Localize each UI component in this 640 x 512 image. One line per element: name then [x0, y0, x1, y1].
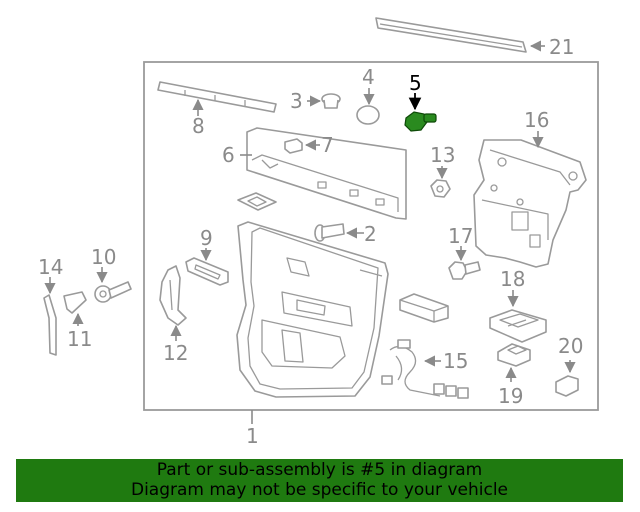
callout-3: 3: [290, 89, 303, 113]
part-18-switch-assembly: [489, 290, 547, 343]
part-9-door-handle: [185, 248, 229, 286]
part-21-belt-molding: [375, 17, 545, 53]
part-11-bracket: [63, 291, 87, 326]
callout-20: 20: [558, 334, 583, 358]
callout-7: 7: [321, 133, 334, 157]
callout-11: 11: [67, 327, 92, 351]
callout-15: 15: [443, 349, 468, 373]
callout-10: 10: [91, 245, 116, 269]
part-4-plug: [356, 88, 380, 125]
parts-diagram: 1 2 3 4 5 6 7 8 9 10 11 12 13 14 15 16 1…: [38, 17, 599, 448]
part-19-small-switch: [497, 343, 531, 382]
part-15-wiring-harness: [381, 339, 469, 399]
banner-line-part-number: Part or sub-assembly is #5 in diagram: [156, 460, 483, 480]
callout-9: 9: [200, 226, 213, 250]
callout-8: 8: [192, 114, 205, 138]
callout-16: 16: [524, 108, 549, 132]
callout-18: 18: [500, 267, 525, 291]
part-17-bolt: [448, 246, 481, 280]
part-7-retainer: [284, 138, 320, 154]
callout-21: 21: [549, 35, 574, 59]
part-1-door-trim-panel: [236, 221, 389, 398]
callout-13: 13: [430, 143, 455, 167]
callout-6: 6: [222, 143, 235, 167]
callout-19: 19: [498, 384, 523, 408]
part-20-connector: [555, 360, 579, 397]
part-14-weatherstrip: [43, 277, 57, 356]
callout-2: 2: [364, 222, 377, 246]
info-banner: Part or sub-assembly is #5 in diagram Di…: [16, 459, 623, 502]
callout-14: 14: [38, 255, 63, 279]
callout-5: 5: [409, 71, 422, 95]
assembly-frame: [143, 61, 599, 411]
part-16-door-module: [473, 131, 587, 268]
part-10-screw: [94, 267, 132, 303]
part-13-nut: [430, 166, 451, 198]
part-3-clip: [307, 93, 341, 109]
callout-4: 4: [362, 65, 375, 89]
callout-17: 17: [448, 224, 473, 248]
part-5-screw-highlighted: [404, 93, 437, 132]
part-8-sealing-strip: [157, 81, 277, 116]
callout-12: 12: [163, 341, 188, 365]
banner-line-disclaimer: Diagram may not be specific to your vehi…: [130, 480, 508, 500]
part-12-pull-cup: [159, 265, 187, 341]
callout-1: 1: [246, 424, 259, 448]
part-window-switch: [399, 293, 449, 323]
part-2-push-pin: [314, 223, 364, 242]
part-pad: [237, 192, 277, 211]
